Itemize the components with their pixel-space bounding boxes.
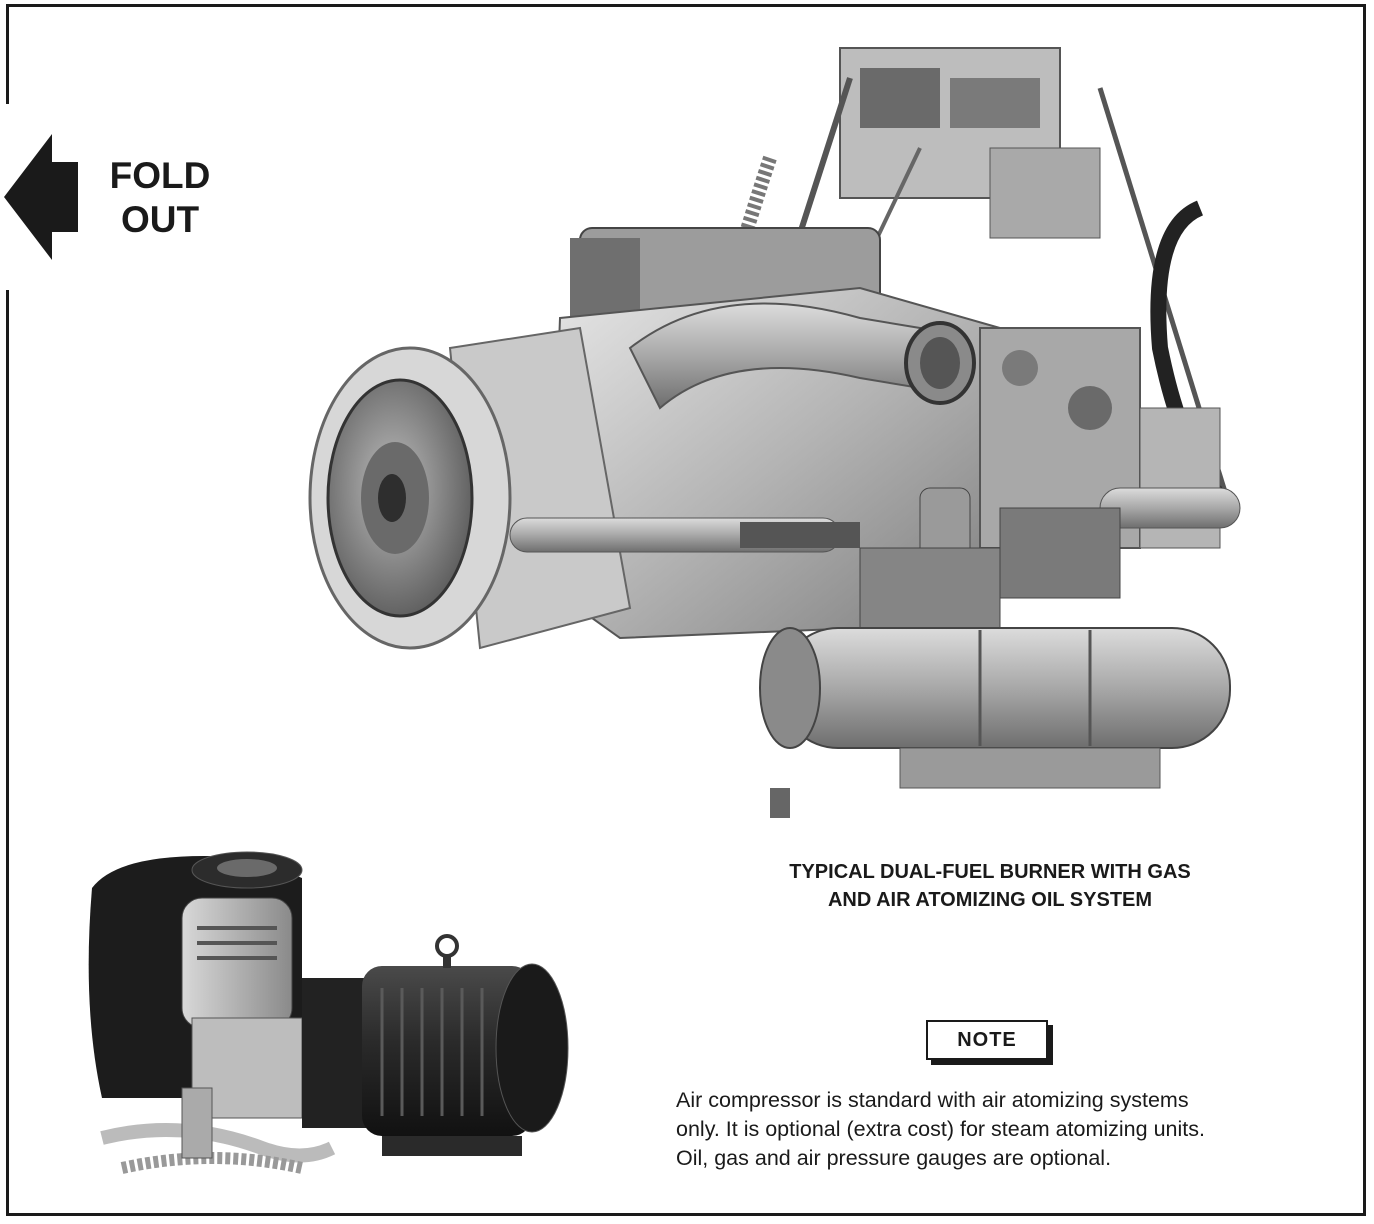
note-badge: NOTE: [926, 1020, 1056, 1066]
caption-line-1: TYPICAL DUAL-FUEL BURNER WITH GAS: [789, 861, 1191, 883]
note-line-3: Oil, gas and air pressure gauges are opt…: [676, 1146, 1112, 1170]
dual-fuel-burner-photo: [308, 47, 1241, 818]
fold-out-label: FOLD OUT: [96, 154, 224, 242]
arrow-left-icon: [4, 134, 78, 260]
figure-caption: TYPICAL DUAL-FUEL BURNER WITH GAS AND AI…: [690, 858, 1290, 914]
fold-line-2: OUT: [120, 199, 200, 240]
note-line-2: only. It is optional (extra cost) for st…: [676, 1117, 1205, 1141]
air-compressor-photo: [88, 851, 569, 1174]
fold-out-marker: FOLD OUT: [0, 134, 230, 260]
note-body: Air compressor is standard with air atom…: [676, 1086, 1326, 1173]
fold-line-1: FOLD: [109, 155, 211, 196]
note-line-1: Air compressor is standard with air atom…: [676, 1088, 1189, 1112]
caption-line-2: AND AIR ATOMIZING OIL SYSTEM: [827, 889, 1153, 911]
note-label: NOTE: [926, 1020, 1048, 1060]
